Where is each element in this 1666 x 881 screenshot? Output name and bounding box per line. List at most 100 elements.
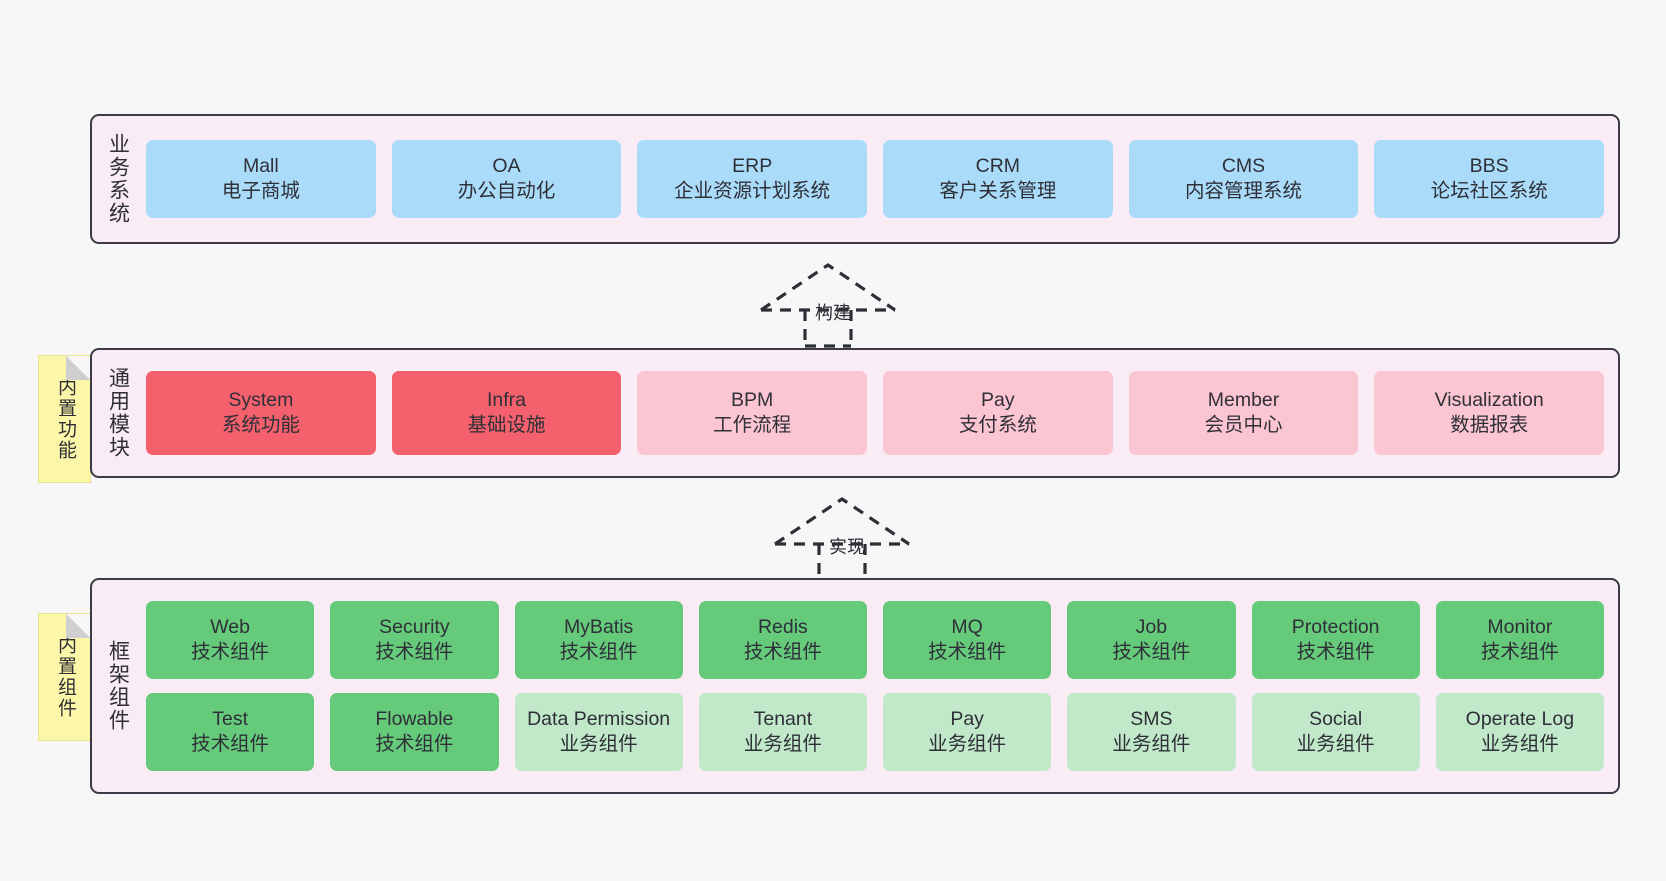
layer-body-business: Mall 电子商城 OA 办公自动化 ERP 企业资源计划系统 CRM 客户关系… [144, 116, 1618, 242]
node-web[interactable]: Web 技术组件 [146, 601, 315, 679]
node-visualization[interactable]: Visualization 数据报表 [1374, 371, 1605, 455]
node-title: Data Permission [527, 708, 671, 731]
node-title: SMS [1130, 708, 1173, 731]
node-subtitle: 支付系统 [958, 414, 1037, 436]
node-sms[interactable]: SMS 业务组件 [1067, 693, 1236, 771]
node-title: Pay [981, 389, 1015, 412]
node-bbs[interactable]: BBS 论坛社区系统 [1374, 140, 1605, 218]
node-title: Flowable [375, 708, 454, 731]
arrow-build: 构建 [758, 262, 898, 348]
layer-panel-business[interactable]: 业务系统 Mall 电子商城 OA 办公自动化 ERP 企业资源计划系统 CRM… [90, 114, 1620, 244]
node-title: BBS [1469, 155, 1509, 178]
sticky-note-builtin-features: 内置功能 [38, 355, 91, 483]
sticky-note-text: 内置功能 [54, 377, 76, 461]
node-pay-module[interactable]: Pay 支付系统 [883, 371, 1113, 455]
node-protection[interactable]: Protection 技术组件 [1251, 601, 1420, 679]
node-title: Social [1309, 708, 1363, 731]
node-cms[interactable]: CMS 内容管理系统 [1128, 140, 1359, 218]
node-title: MQ [951, 616, 983, 639]
node-subtitle: 办公自动化 [457, 180, 556, 202]
layer-label-framework: 框架组件 [106, 640, 130, 732]
node-title: Redis [757, 616, 808, 639]
node-security[interactable]: Security 技术组件 [330, 601, 499, 679]
node-title: Infra [486, 389, 527, 412]
node-job[interactable]: Job 技术组件 [1067, 601, 1236, 679]
node-redis[interactable]: Redis 技术组件 [698, 601, 867, 679]
node-subtitle: 客户关系管理 [939, 180, 1057, 202]
node-subtitle: 技术组件 [559, 641, 638, 663]
node-title: CMS [1221, 155, 1266, 178]
node-title: Security [379, 616, 450, 639]
node-title: Member [1207, 389, 1280, 412]
node-monitor[interactable]: Monitor 技术组件 [1435, 601, 1604, 679]
node-flowable[interactable]: Flowable 技术组件 [330, 693, 499, 771]
node-subtitle: 业务组件 [928, 733, 1007, 755]
node-title: BPM [731, 389, 774, 412]
layer-body-modules: System 系统功能 Infra 基础设施 BPM 工作流程 Pay 支付系统… [144, 350, 1618, 476]
arrow-label-build: 构建 [815, 303, 851, 323]
arrow-head-triangle [774, 497, 910, 546]
node-test[interactable]: Test 技术组件 [146, 693, 315, 771]
node-title: Pay [950, 708, 984, 731]
node-mall[interactable]: Mall 电子商城 [146, 140, 376, 218]
node-subtitle: 技术组件 [928, 641, 1007, 663]
layer-body-framework: Web 技术组件 Security 技术组件 MyBatis 技术组件 Redi… [144, 580, 1618, 792]
node-mybatis[interactable]: MyBatis 技术组件 [514, 601, 683, 679]
framework-row-business: Test 技术组件 Flowable 技术组件 Data Permission … [146, 693, 1604, 771]
layer-label-modules: 通用模块 [106, 367, 130, 459]
node-title: Test [212, 708, 248, 731]
node-social[interactable]: Social 业务组件 [1251, 693, 1420, 771]
framework-row-tech: Web 技术组件 Security 技术组件 MyBatis 技术组件 Redi… [146, 601, 1604, 679]
node-operate-log[interactable]: Operate Log 业务组件 [1435, 693, 1604, 771]
arrow-label-implement: 实现 [829, 537, 865, 557]
node-subtitle: 业务组件 [559, 733, 638, 755]
sticky-note-text: 内置组件 [54, 635, 76, 719]
node-title: Web [210, 616, 250, 639]
node-title: MyBatis [563, 616, 634, 639]
node-subtitle: 企业资源计划系统 [674, 180, 831, 202]
node-subtitle: 技术组件 [191, 641, 270, 663]
node-subtitle: 电子商城 [221, 180, 300, 202]
node-subtitle: 数据报表 [1450, 414, 1529, 436]
node-subtitle: 内容管理系统 [1185, 180, 1303, 202]
node-title: Protection [1291, 616, 1380, 639]
node-subtitle: 技术组件 [191, 733, 270, 755]
sticky-note-builtin-components: 内置组件 [38, 613, 91, 741]
layer-label-business: 业务系统 [106, 133, 130, 225]
node-subtitle: 基础设施 [467, 414, 546, 436]
node-subtitle: 技术组件 [375, 641, 454, 663]
node-title: Operate Log [1465, 708, 1575, 731]
arrow-head-triangle [760, 263, 896, 312]
node-subtitle: 业务组件 [743, 733, 822, 755]
node-tenant[interactable]: Tenant 业务组件 [698, 693, 867, 771]
node-pay-component[interactable]: Pay 业务组件 [883, 693, 1052, 771]
node-subtitle: 论坛社区系统 [1430, 180, 1548, 202]
node-member[interactable]: Member 会员中心 [1128, 371, 1359, 455]
node-oa[interactable]: OA 办公自动化 [391, 140, 622, 218]
node-erp[interactable]: ERP 企业资源计划系统 [637, 140, 868, 218]
node-subtitle: 技术组件 [1296, 641, 1375, 663]
node-mq[interactable]: MQ 技术组件 [883, 601, 1052, 679]
node-bpm[interactable]: BPM 工作流程 [637, 371, 868, 455]
node-title: OA [492, 155, 521, 178]
layer-panel-framework[interactable]: 框架组件 Web 技术组件 Security 技术组件 MyBatis 技术组件… [90, 578, 1620, 794]
node-infra[interactable]: Infra 基础设施 [391, 371, 622, 455]
node-title: Visualization [1434, 389, 1544, 412]
node-subtitle: 会员中心 [1204, 414, 1283, 436]
node-subtitle: 业务组件 [1296, 733, 1375, 755]
node-subtitle: 技术组件 [1112, 641, 1191, 663]
node-title: Job [1135, 616, 1168, 639]
node-title: Monitor [1487, 616, 1553, 639]
node-title: ERP [732, 155, 773, 178]
layer-panel-modules[interactable]: 通用模块 System 系统功能 Infra 基础设施 BPM 工作流程 Pay… [90, 348, 1620, 478]
node-title: Tenant [753, 708, 813, 731]
node-subtitle: 业务组件 [1480, 733, 1559, 755]
node-title: Mall [242, 155, 279, 178]
node-subtitle: 工作流程 [713, 414, 792, 436]
node-crm[interactable]: CRM 客户关系管理 [883, 140, 1113, 218]
node-subtitle: 业务组件 [1112, 733, 1191, 755]
node-system[interactable]: System 系统功能 [146, 371, 376, 455]
node-subtitle: 系统功能 [221, 414, 300, 436]
node-data-permission[interactable]: Data Permission 业务组件 [514, 693, 683, 771]
